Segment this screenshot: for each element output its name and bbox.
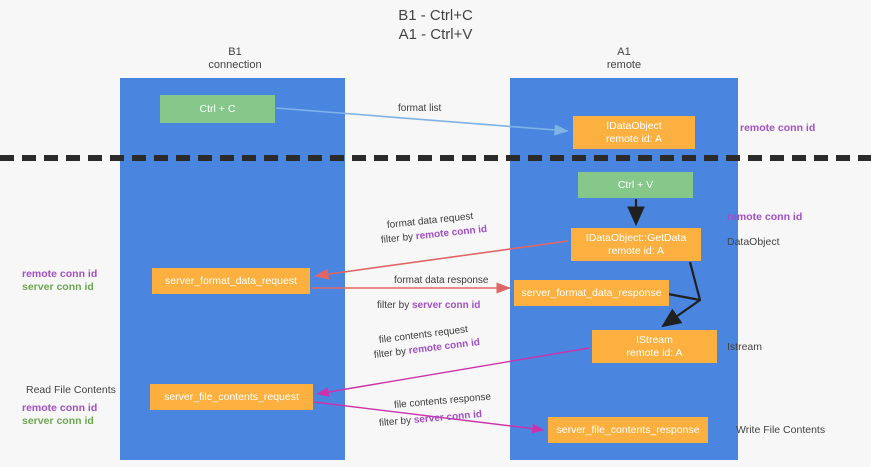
node-server-file-contents-response[interactable]: server_file_contents_response	[548, 417, 708, 443]
edge-label-format-data-response-filter: filter by server conn id	[377, 299, 480, 312]
annotation-left-conn-ids: remote conn id server conn id	[22, 268, 97, 294]
lane-title-b1: B1	[228, 46, 242, 58]
node-server-format-data-response-label: server_format_data_response	[521, 286, 662, 299]
node-idataobject[interactable]: IDataObject remote id: A	[573, 116, 695, 149]
annotation-remote-conn-id-top: remote conn id	[740, 122, 816, 134]
filter-key-server-conn-id: server conn id	[412, 300, 481, 311]
filter-prefix: filter by	[373, 345, 410, 361]
title-line-2: A1 - Ctrl+V	[398, 26, 473, 43]
annotation-left-remote-conn-id-2: remote conn id	[22, 402, 98, 414]
node-ctrl-v[interactable]: Ctrl + V	[578, 172, 693, 198]
filter-prefix: filter by	[380, 231, 417, 246]
filter-key-server-conn-id: server conn id	[413, 409, 483, 426]
title-line-1: B1 - Ctrl+C	[398, 7, 473, 24]
node-idataobject-sub: remote id: A	[605, 132, 663, 145]
node-idataobject-getdata[interactable]: IDataObject::GetData remote id: A	[571, 228, 701, 261]
node-ctrl-c[interactable]: Ctrl + C	[160, 95, 275, 123]
node-istream-sub: remote id: A	[626, 346, 683, 359]
diagram-title: B1 - Ctrl+C A1 - Ctrl+V	[0, 6, 871, 44]
node-server-format-data-response[interactable]: server_format_data_response	[514, 280, 669, 306]
annotation-left-remote-conn-id: remote conn id	[22, 268, 98, 280]
node-server-format-data-request[interactable]: server_format_data_request	[152, 268, 310, 294]
lane-subtitle-b1: connection	[208, 59, 262, 71]
annotation-left-conn-ids-2: remote conn id server conn id	[22, 402, 97, 428]
edge-label-format-list: format list	[398, 103, 442, 114]
node-istream[interactable]: IStream remote id: A	[592, 330, 717, 363]
annotation-dataobject: DataObject	[727, 236, 780, 248]
phase-divider	[0, 155, 871, 161]
lane-header-b1: B1 connection	[125, 46, 345, 72]
lane-title-a1: A1	[617, 46, 631, 58]
node-getdata-label: IDataObject::GetData	[585, 231, 687, 244]
annotation-read-file-contents: Read File Contents	[26, 384, 116, 396]
node-server-file-contents-request-label: server_file_contents_request	[164, 390, 299, 403]
lane-subtitle-a1: remote	[606, 59, 642, 71]
filter-prefix: filter by	[377, 300, 413, 311]
node-ctrl-v-label: Ctrl + V	[617, 178, 654, 191]
node-getdata-sub: remote id: A	[607, 244, 665, 257]
annotation-left-server-conn-id-2: server conn id	[22, 415, 94, 427]
edge-label-format-data-response: format data response	[394, 275, 489, 286]
filter-prefix: filter by	[378, 414, 415, 429]
node-server-format-data-request-label: server_format_data_request	[165, 274, 297, 287]
node-server-file-contents-response-label: server_file_contents_response	[556, 423, 700, 436]
node-ctrl-c-label: Ctrl + C	[199, 102, 236, 115]
lane-header-a1: A1 remote	[510, 46, 738, 72]
annotation-istream: Istream	[727, 341, 763, 353]
annotation-remote-conn-id-mid: remote conn id	[727, 211, 803, 223]
node-idataobject-label: IDataObject	[606, 119, 662, 132]
annotation-left-server-conn-id: server conn id	[22, 281, 94, 293]
annotation-write-file-contents: Write File Contents	[736, 424, 826, 436]
node-istream-label: IStream	[636, 333, 673, 346]
node-server-file-contents-request[interactable]: server_file_contents_request	[150, 384, 313, 410]
